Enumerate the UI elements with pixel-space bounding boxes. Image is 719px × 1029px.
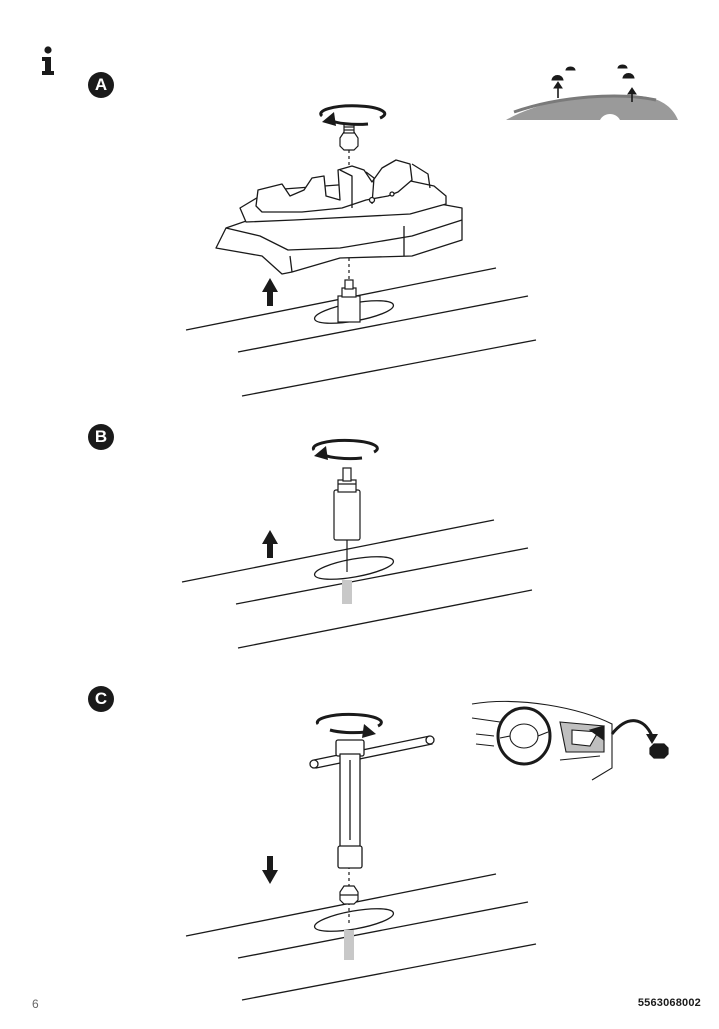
- rotate-arrow-head: [322, 112, 336, 126]
- stud-below-roof: [344, 930, 354, 960]
- info-icon: [42, 46, 54, 75]
- car-interior-glovebox: [471, 700, 660, 781]
- roof-rack-foot: [215, 159, 463, 275]
- mounting-hole: [313, 908, 395, 932]
- car-roof-overview: [506, 64, 678, 120]
- roof-surface-lines: [185, 267, 537, 397]
- stud-sleeve: [333, 467, 361, 541]
- step-c-illustration: [185, 700, 669, 1001]
- step-badge-a: A: [88, 72, 114, 98]
- page-number: 6: [32, 997, 39, 1011]
- curved-arrow-icon: [610, 719, 654, 737]
- arrow-down-icon: [262, 856, 278, 884]
- arrow-up-icon: [262, 278, 278, 306]
- step-badge-b: B: [88, 424, 114, 450]
- nut-icon: [649, 743, 669, 759]
- stud-below-roof: [342, 580, 352, 604]
- arrow-up-icon: [262, 530, 278, 558]
- step-badge-c: C: [88, 686, 114, 712]
- document-code: 5563068002: [637, 997, 701, 1009]
- roof-surface-lines: [185, 873, 537, 1001]
- rotate-arrow-icon: [315, 712, 383, 735]
- step-b-illustration: [181, 438, 533, 649]
- step-a-illustration: [185, 64, 678, 397]
- nut: [339, 885, 359, 905]
- nut: [339, 123, 359, 151]
- roof-surface-lines: [181, 519, 533, 649]
- t-handle-wrench: [309, 735, 435, 869]
- mounting-stud: [337, 279, 361, 323]
- mounting-hole: [313, 556, 395, 580]
